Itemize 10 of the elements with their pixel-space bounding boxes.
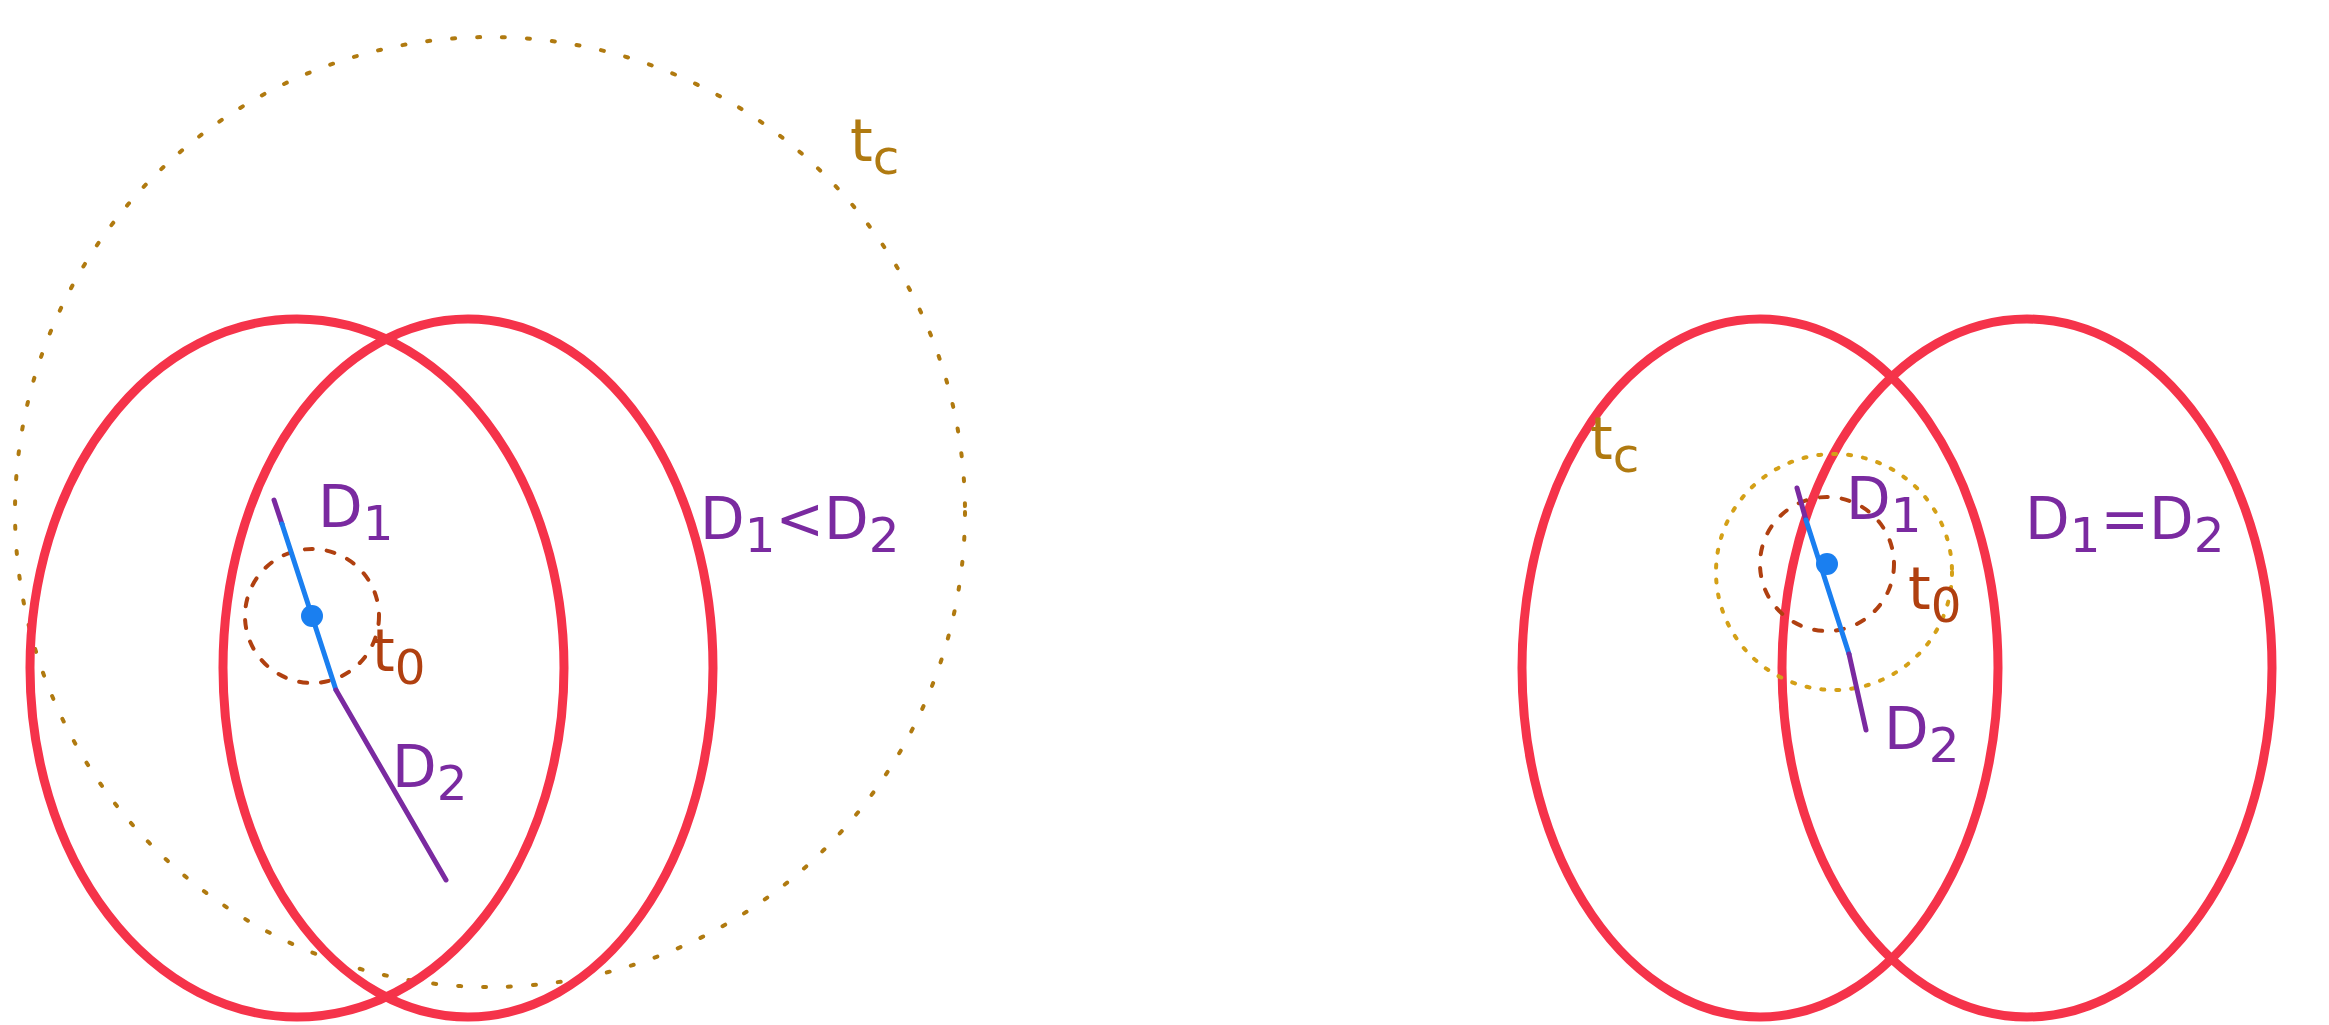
math-label: t$_{c}$ — [1590, 410, 1640, 479]
math-label: t$_{0}$ — [372, 622, 426, 691]
math-label: D$_{1}$<D$_{2}$ — [700, 490, 900, 559]
math-label: D$_{2}$ — [1884, 700, 1960, 769]
math-label: D$_{1}$ — [1846, 470, 1922, 539]
math-label: D$_{2}$ — [392, 738, 468, 807]
math-label: t$_{0}$ — [1908, 560, 1962, 629]
math-label: D$_{1}$=D$_{2}$ — [2025, 490, 2225, 559]
math-label: t$_{c}$ — [850, 112, 900, 181]
math-label: D$_{1}$ — [318, 478, 394, 547]
